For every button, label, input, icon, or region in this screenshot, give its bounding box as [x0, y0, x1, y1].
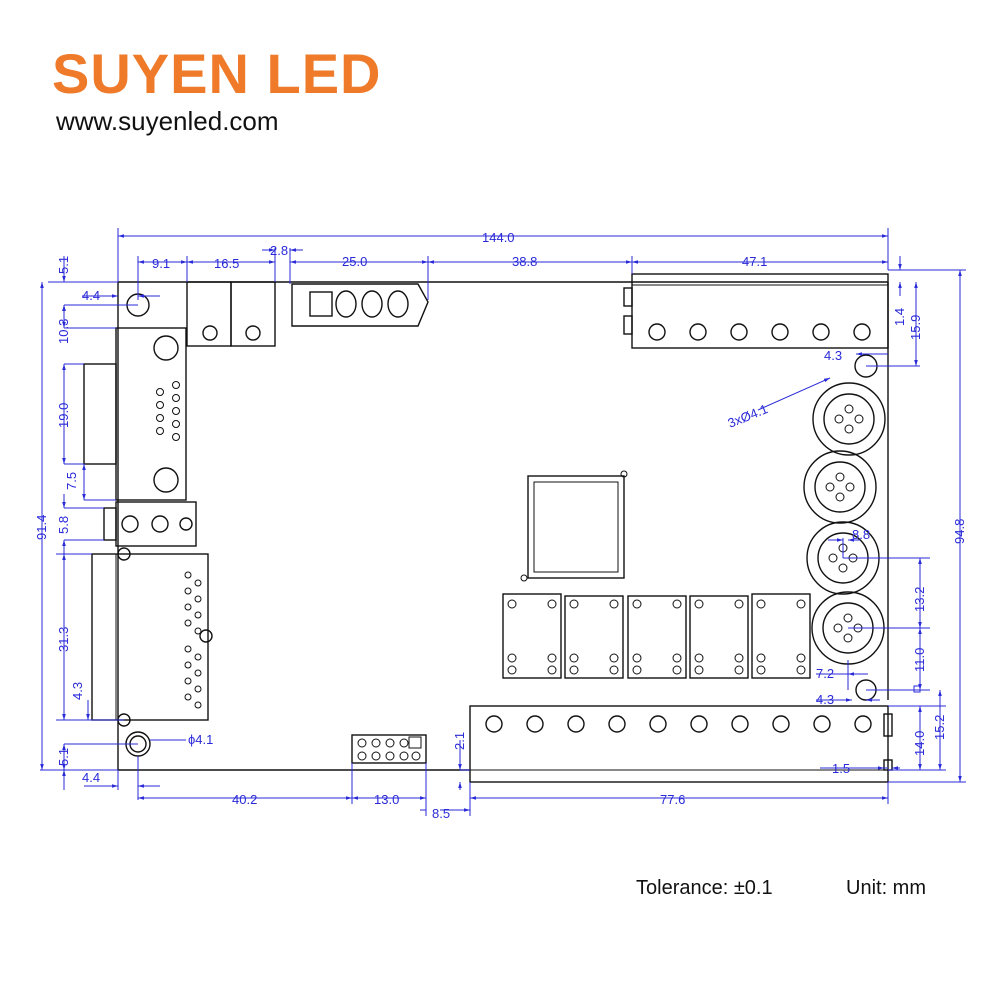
dim-overall-height: 94.8 — [952, 519, 967, 544]
dim-overall-width: 144.0 — [482, 230, 515, 245]
dim-right-11: 1.5 — [832, 761, 850, 776]
dim-bottom-2: 13.0 — [374, 792, 399, 807]
website-url[interactable]: www.suyenled.com — [56, 106, 279, 136]
dimension-lines — [40, 228, 966, 816]
dim-top-3: 2.8 — [270, 243, 288, 258]
dim-left-7: 31.3 — [56, 627, 71, 652]
dim-top-5: 38.8 — [512, 254, 537, 269]
dual-rj45-connector — [91, 547, 213, 727]
dim-top-4: 25.0 — [342, 254, 367, 269]
dim-top-2: 16.5 — [214, 256, 239, 271]
dim-bottom-5: 2.1 — [452, 732, 467, 750]
dim-right-10: 14.0 — [912, 731, 927, 756]
dim-right-9: 15.2 — [932, 715, 947, 740]
tolerance-note: Tolerance: ±0.1 — [636, 877, 773, 899]
bottom-terminal — [469, 705, 893, 783]
dim-holes-note: 3xØ4.1 — [726, 401, 770, 431]
capacitors — [803, 382, 886, 665]
audio-jack — [103, 501, 197, 547]
dim-left-9: 5.1 — [56, 748, 71, 766]
dim-right-6: 11.0 — [912, 648, 927, 672]
dim-right-2: 15.9 — [908, 315, 923, 340]
dim-top-6: 47.1 — [742, 254, 767, 269]
dim-bottom-4: 77.6 — [660, 792, 685, 807]
dim-right-1: 1.4 — [892, 308, 907, 326]
db9-connector — [83, 327, 187, 501]
top-right-terminal — [623, 273, 889, 349]
dimension-labels: 144.0 9.1 16.5 2.8 25.0 38.8 47.1 5.1 4.… — [34, 230, 967, 821]
dim-right-4: 8.8 — [852, 527, 870, 542]
bga-chip — [520, 470, 628, 582]
dim-left-6: 5.8 — [56, 516, 71, 534]
pin-header-2x5 — [351, 734, 427, 764]
brand-logo-text: SUYEN LED — [52, 42, 382, 105]
dim-left-8: 4.3 — [70, 682, 85, 700]
dim-left-2: 4.4 — [82, 288, 100, 303]
dim-left-10: 4.4 — [82, 770, 100, 785]
dim-bottom-1: 40.2 — [232, 792, 257, 807]
board-outline — [117, 281, 889, 771]
dim-right-5: 13.2 — [912, 587, 927, 612]
dim-left-1: 5.1 — [56, 256, 71, 274]
dim-left-3: 10.3 — [56, 319, 71, 344]
dim-right-7: 7.2 — [816, 666, 834, 681]
dim-bottom-3: 8.5 — [432, 806, 450, 821]
dim-left-5: 7.5 — [64, 472, 79, 490]
mounting-holes — [125, 293, 878, 757]
dim-right-3: 4.3 — [824, 348, 842, 363]
dim-right-8: 4.3 — [816, 692, 834, 707]
dim-hole-diameter: ϕ4.1 — [188, 732, 213, 747]
dim-left-height: 91.4 — [34, 515, 49, 540]
power-connector — [291, 283, 429, 327]
dim-top-1: 9.1 — [152, 256, 170, 271]
relay-modules — [502, 593, 811, 679]
top-terminal-blocks — [186, 281, 276, 347]
unit-note: Unit: mm — [846, 877, 926, 899]
dim-left-4: 19.0 — [56, 403, 71, 428]
